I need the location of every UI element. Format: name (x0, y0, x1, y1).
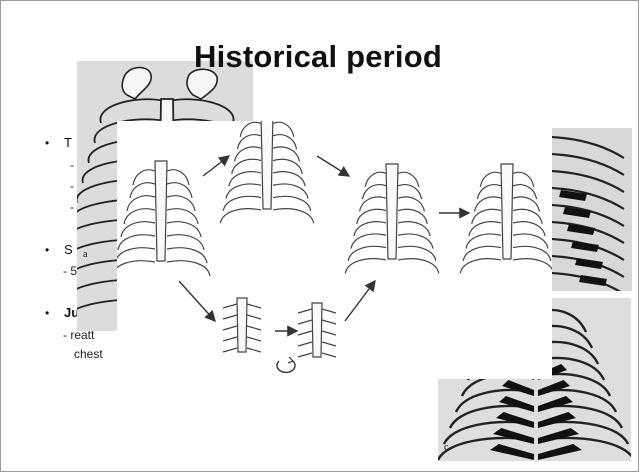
rib-stub (247, 326, 261, 330)
cartilage-left (490, 444, 534, 460)
flow-arrow-icon (203, 156, 229, 176)
rib-stub (223, 326, 237, 330)
rib (220, 209, 261, 224)
rib-left (456, 390, 534, 412)
cartilage-left (496, 412, 534, 428)
panel-label-a: a (83, 249, 87, 260)
rib (513, 259, 552, 274)
flow-arrows (179, 156, 469, 331)
rib-right (538, 406, 622, 428)
rib-stub (247, 304, 261, 308)
sternum (386, 164, 398, 259)
rib (398, 259, 439, 274)
sternum (501, 164, 513, 259)
panel-label-c: c (444, 442, 448, 453)
flow-arrow-icon (317, 156, 349, 176)
rib (117, 261, 155, 276)
rib-stub (223, 337, 237, 341)
rib (167, 261, 210, 276)
rib-left (450, 406, 534, 428)
bullet-marker: • (45, 136, 49, 150)
rib-stub (322, 331, 336, 335)
bullet-3-sub2: chest (74, 347, 103, 361)
rib-stub (298, 353, 312, 357)
cartilage-right (538, 396, 573, 412)
cartilage-segment (575, 258, 603, 269)
sternum (155, 161, 167, 261)
rib-stub (298, 342, 312, 346)
rib-stub (322, 342, 336, 346)
cartilage-right (538, 412, 576, 428)
rib-stub (322, 353, 336, 357)
rotate-arrow-icon (277, 361, 295, 372)
bullet-marker: • (45, 306, 49, 320)
cartilage-left (493, 428, 534, 444)
surgical-sequence-diagram (117, 121, 552, 379)
rib-stub (298, 309, 312, 313)
cartilage-right (538, 380, 570, 396)
bullet-marker: • (45, 243, 49, 257)
rib-stub (322, 320, 336, 324)
slide-title: Historical period (194, 39, 442, 75)
flow-arrow-icon (345, 281, 375, 321)
figure-panel-sequence (117, 121, 552, 379)
dash-1: - (70, 158, 74, 172)
rotate-arrow-head (288, 357, 293, 363)
cartilage-segment (579, 275, 607, 286)
rib-stub (298, 320, 312, 324)
rib (345, 259, 386, 274)
rib-stub (223, 304, 237, 308)
cartilage-left (502, 380, 534, 396)
bullet-1-text: T (64, 135, 72, 150)
rib (273, 209, 314, 224)
rib-stub (223, 348, 237, 352)
rib-right (538, 390, 616, 412)
cartilage-right (538, 428, 579, 444)
bullet-2-text: S (64, 242, 73, 257)
cartilage-right (538, 444, 582, 460)
rib-stub (247, 337, 261, 341)
flow-arrow-icon (179, 281, 215, 321)
cartilage-segment (571, 241, 599, 252)
rib (460, 259, 501, 274)
rib-stub (247, 315, 261, 319)
dash-2: - (70, 179, 74, 193)
dash-3: - (70, 200, 74, 214)
rib-stub (322, 309, 336, 313)
rib-stub (247, 348, 261, 352)
sternal-piece (237, 298, 247, 352)
rib-stub (223, 315, 237, 319)
sternal-piece (312, 303, 322, 357)
sternum (261, 121, 273, 209)
rib-stub (298, 331, 312, 335)
cartilage-left (499, 396, 534, 412)
